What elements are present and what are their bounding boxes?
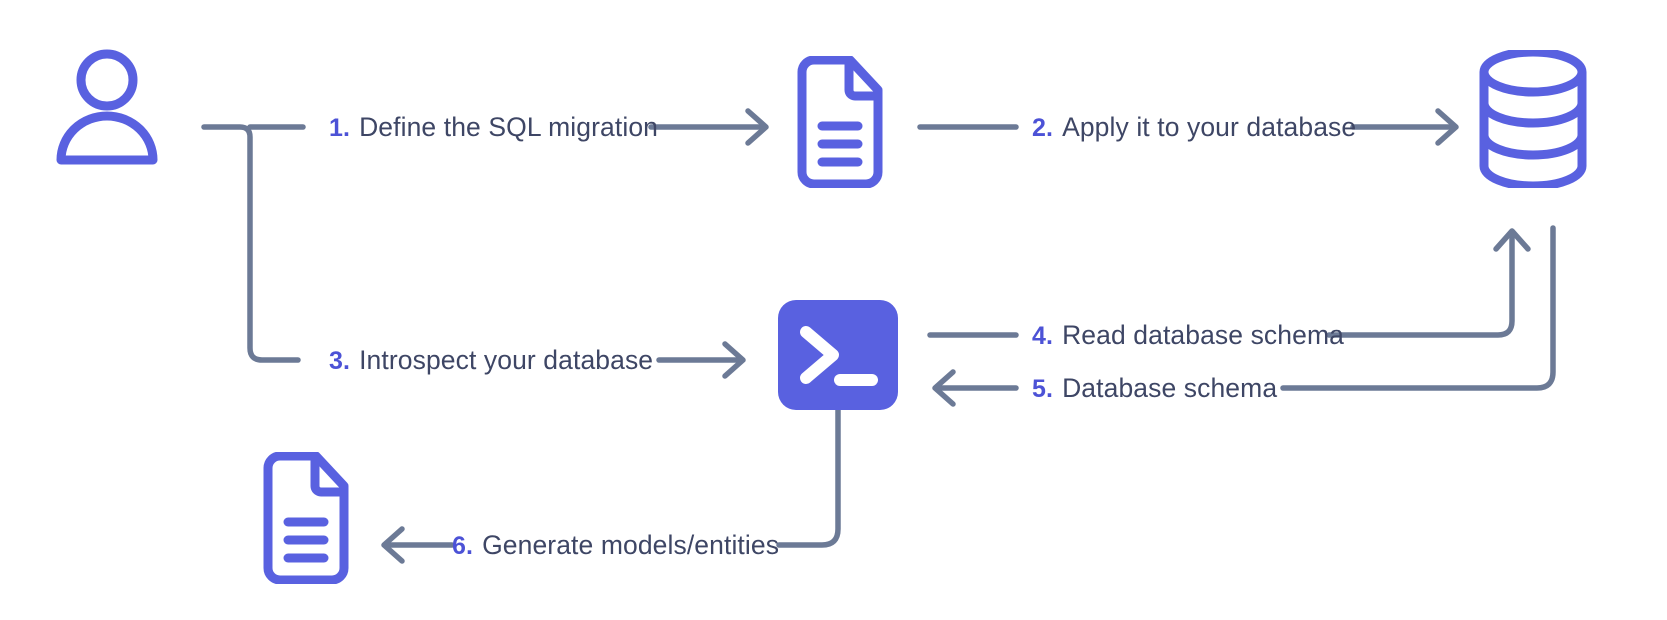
step-label-6: 6. Generate models/entities — [452, 530, 779, 561]
step-label-1: 1. Define the SQL migration — [329, 112, 658, 143]
step-number-6: 6. — [452, 532, 474, 560]
wire-step6-right — [776, 407, 841, 548]
step-label-2: 2. Apply it to your database — [1032, 112, 1356, 143]
node-migration-file — [790, 55, 890, 189]
step-number-4: 4. — [1032, 322, 1054, 350]
step-text-5: Database schema — [1062, 373, 1278, 403]
step-number-1: 1. — [329, 114, 351, 142]
terminal-icon — [778, 300, 898, 410]
step-label-5: 5. Database schema — [1032, 373, 1277, 404]
node-cli — [778, 300, 898, 410]
step-text-3: Introspect your database — [359, 345, 654, 375]
document-icon — [797, 55, 883, 189]
step-number-3: 3. — [329, 347, 351, 375]
step-text-2: Apply it to your database — [1062, 112, 1357, 142]
database-icon — [1479, 47, 1587, 191]
document-icon — [263, 451, 349, 585]
node-user — [52, 48, 162, 166]
node-database — [1474, 47, 1592, 191]
node-models-file — [256, 451, 356, 585]
wire-step5-right — [1280, 225, 1556, 391]
step-number-2: 2. — [1032, 114, 1054, 142]
wire-step4-right — [1326, 229, 1515, 338]
step-text-1: Define the SQL migration — [359, 112, 659, 142]
step-label-3: 3. Introspect your database — [329, 345, 653, 376]
arrowhead-step1 — [745, 108, 769, 146]
step-label-4: 4. Read database schema — [1032, 320, 1344, 351]
step-number-5: 5. — [1032, 375, 1054, 403]
user-icon — [56, 49, 158, 165]
arrowhead-step5 — [932, 369, 956, 407]
arrowhead-step3 — [722, 341, 746, 379]
wire-user-branch — [201, 124, 301, 363]
arrowhead-step4 — [1493, 228, 1531, 252]
step-text-6: Generate models/entities — [482, 530, 780, 560]
arrowhead-step2 — [1435, 108, 1459, 146]
arrowhead-step6 — [381, 526, 405, 564]
step-text-4: Read database schema — [1062, 320, 1344, 350]
